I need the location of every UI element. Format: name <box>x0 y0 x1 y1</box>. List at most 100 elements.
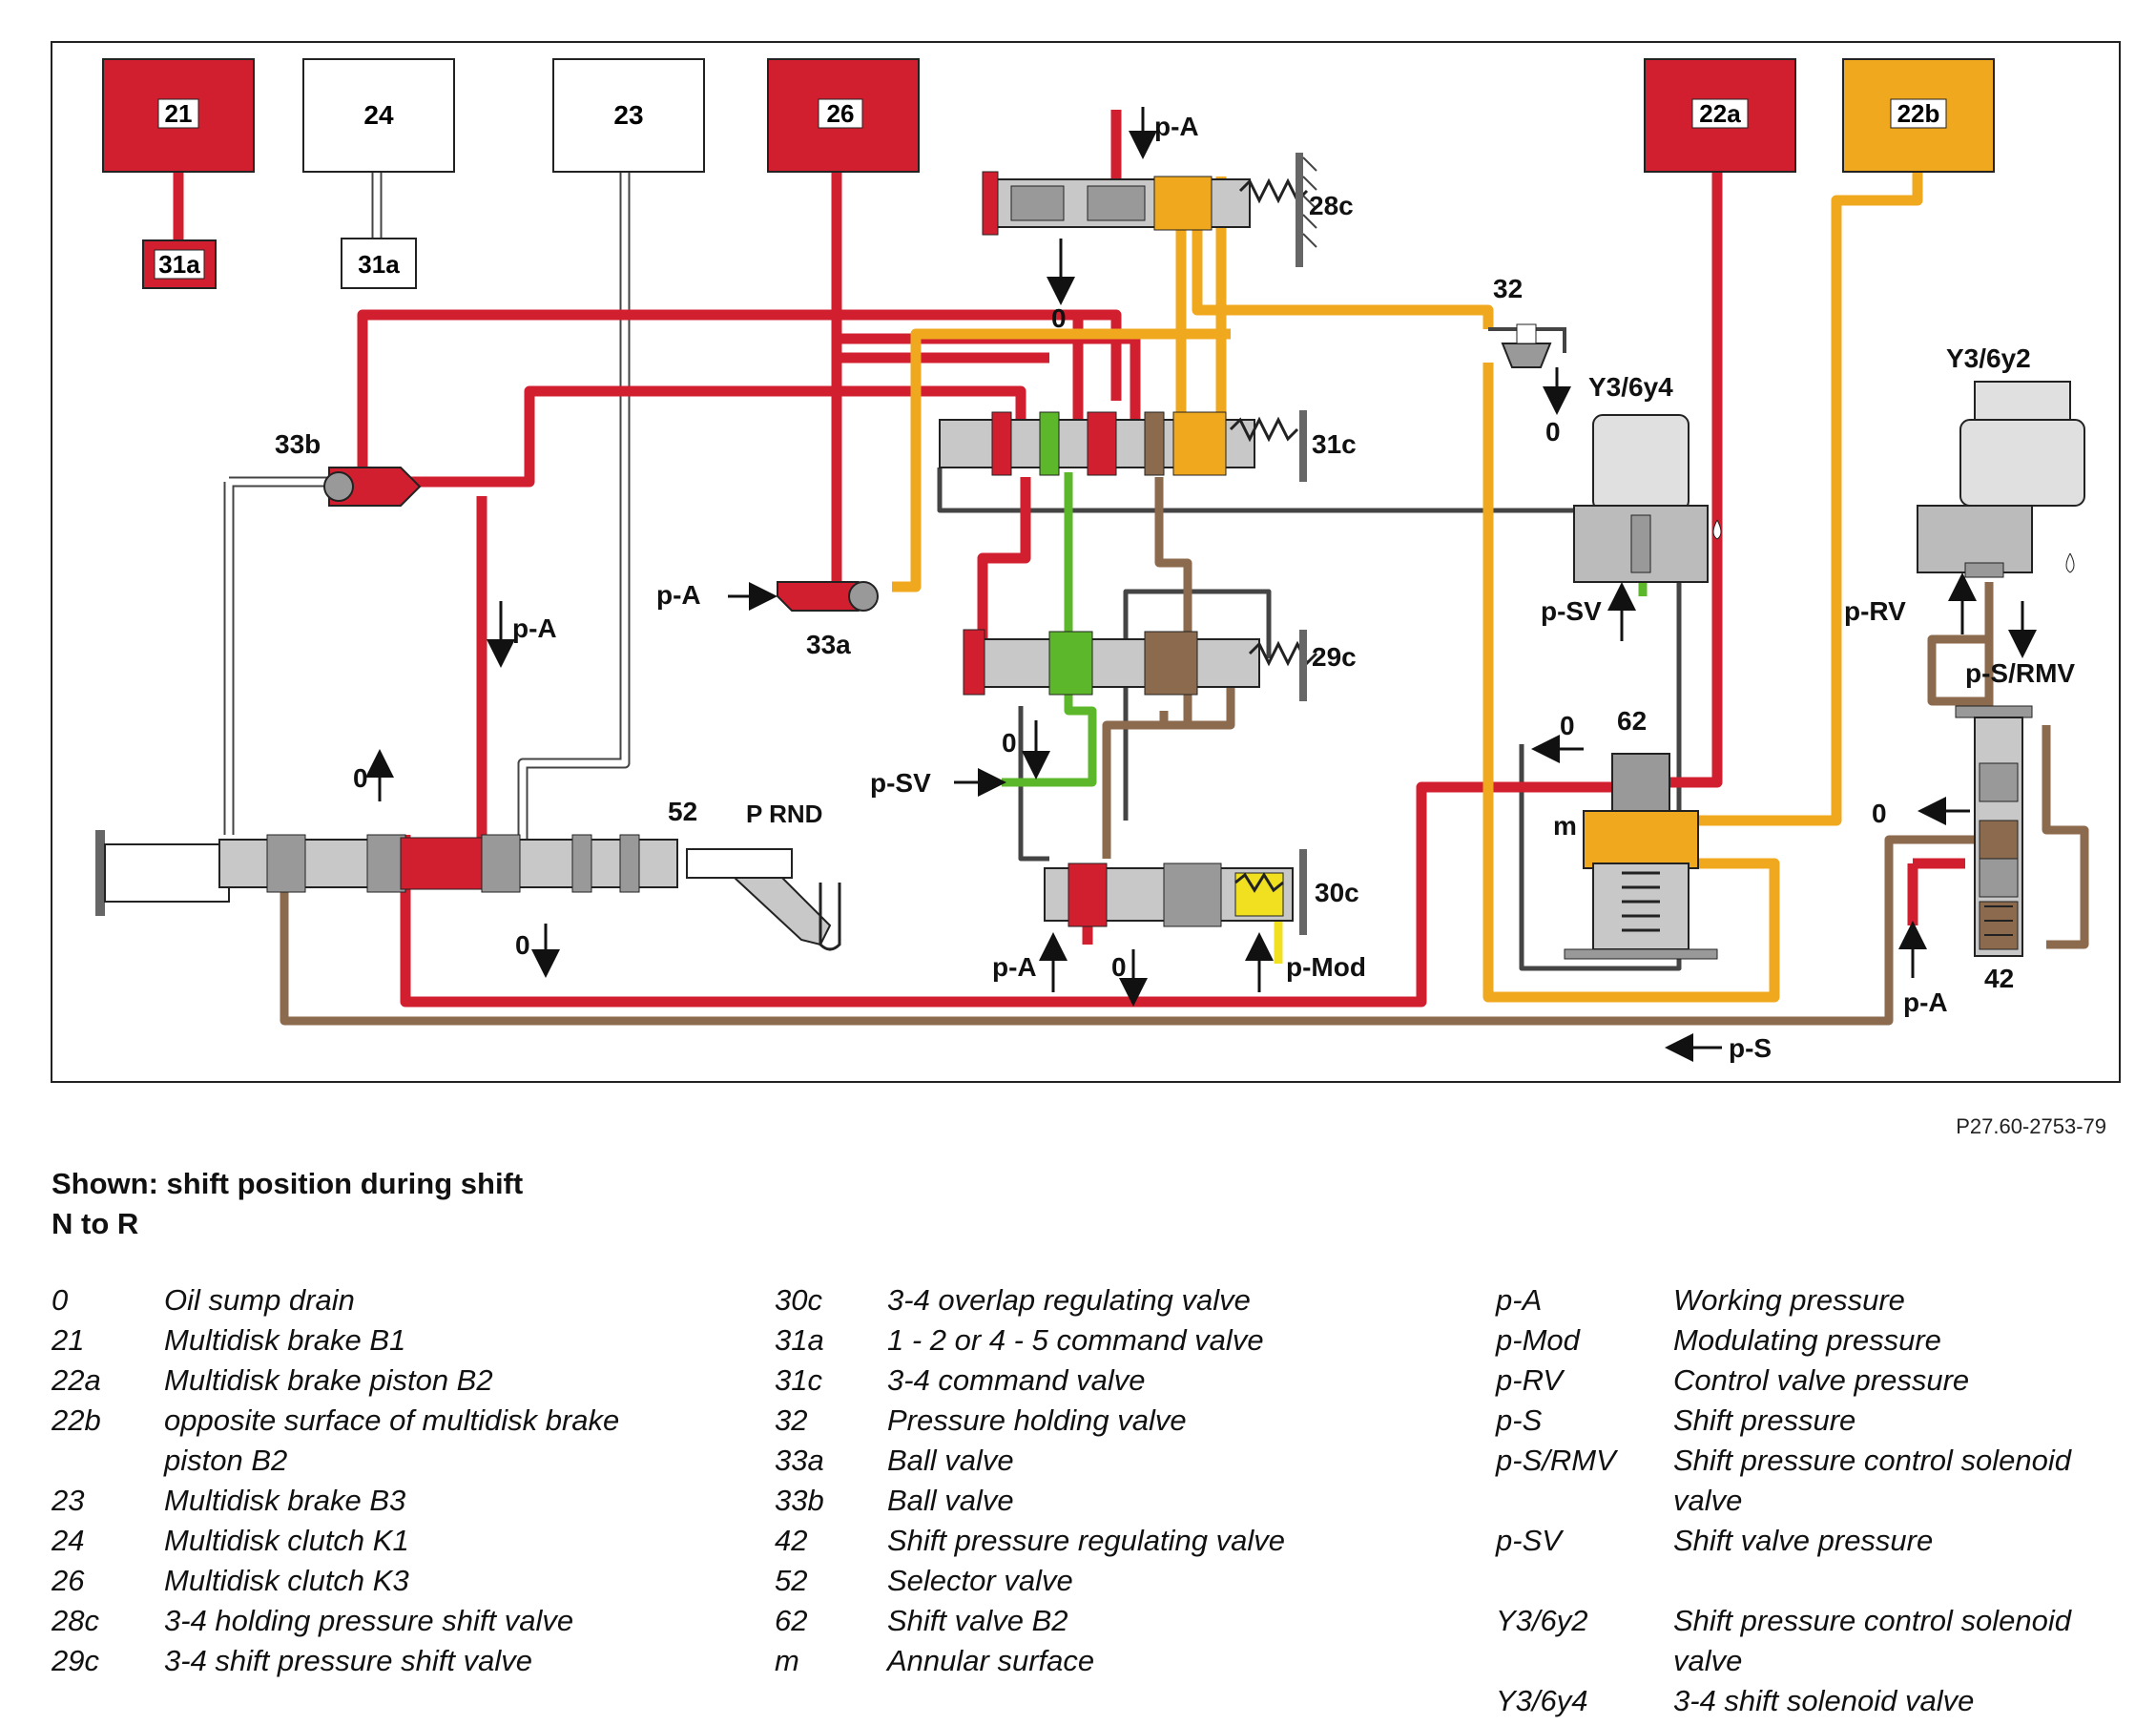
shown-caption: Shown: shift position during shift N to … <box>52 1164 523 1244</box>
valve-30c <box>1044 849 1307 935</box>
legend-key: Y3/6y4 <box>1496 1684 1588 1717</box>
legend-value: valve <box>1673 1644 1743 1677</box>
legend-value <box>1673 1561 2122 1601</box>
legend-key: 31c <box>775 1363 822 1397</box>
box-21: 21 <box>102 58 255 173</box>
label-pSV-left: p-SV <box>870 768 931 798</box>
label-pSV-right: p-SV <box>1541 596 1602 626</box>
legend-key: p-S <box>1496 1403 1543 1437</box>
legend-value: valve <box>1673 1484 1743 1517</box>
legend-key: p-RV <box>1496 1363 1564 1397</box>
diagram-frame <box>51 41 2121 1083</box>
legend-value: Shift pressure <box>1673 1403 1856 1437</box>
box-31a-white: 31a <box>341 238 417 289</box>
legend-value: Control valve pressure <box>1673 1363 1970 1397</box>
legend-value: 3-4 overlap regulating valve <box>887 1283 1251 1317</box>
legend-row: 52 Selector valve <box>775 1561 1442 1601</box>
valve-29c <box>963 629 1318 701</box>
legend-value: piston B2 <box>164 1444 288 1477</box>
box-22a: 22a <box>1644 58 1796 173</box>
legend-row: 31c 3-4 command valve <box>775 1361 1442 1401</box>
label-pS-bottom: p-S <box>1729 1033 1772 1063</box>
label-33a: 33a <box>806 630 851 659</box>
shift-valve-62 <box>1564 753 1718 960</box>
legend-value: 3-4 shift pressure shift valve <box>164 1644 532 1677</box>
legend-key: 26 <box>52 1564 85 1597</box>
label-pA-33a: p-A <box>656 580 701 610</box>
legend-key: Y3/6y2 <box>1496 1604 1588 1637</box>
ball-valve-33a <box>777 581 879 612</box>
label-zero-29c: 0 <box>1002 728 1017 758</box>
label-pMod: p-Mod <box>1286 952 1366 982</box>
label-28c: 28c <box>1309 191 1354 220</box>
legend-value: 1 - 2 or 4 - 5 command valve <box>887 1323 1264 1357</box>
valve-31c <box>939 410 1307 482</box>
legend-key: 52 <box>775 1564 808 1597</box>
legend-key: 33b <box>775 1484 824 1517</box>
label-y3-6y4: Y3/6y4 <box>1588 372 1673 402</box>
svg-text:22a: 22a <box>1699 99 1741 128</box>
ball-valve-33b <box>323 467 422 507</box>
legend-value: Multidisk brake B1 <box>164 1323 406 1357</box>
valve-28c <box>982 153 1317 267</box>
legend-key: 62 <box>775 1604 808 1637</box>
legend-key: 23 <box>52 1484 85 1517</box>
legend-value: 3-4 holding pressure shift valve <box>164 1604 574 1637</box>
legend-key: 29c <box>52 1644 99 1677</box>
legend-key: 28c <box>52 1604 99 1637</box>
label-52: 52 <box>668 797 697 826</box>
legend-value: Multidisk clutch K1 <box>164 1524 409 1557</box>
label-zero-28c: 0 <box>1051 303 1067 333</box>
label-31c: 31c <box>1312 429 1357 459</box>
legend-value: 3-4 command valve <box>887 1363 1146 1397</box>
hydraulic-circuit-diagram: 21 31a 24 31a 23 26 22a 22b <box>51 41 2121 1083</box>
legend-key: 31a <box>775 1323 824 1357</box>
shown-line-2: N to R <box>52 1207 139 1240</box>
legend-value: Selector valve <box>887 1564 1073 1597</box>
legend-row: valve <box>1496 1481 2125 1521</box>
legend-value: Multidisk clutch K3 <box>164 1564 409 1597</box>
label-zero-30c: 0 <box>1111 952 1127 982</box>
legend-key <box>52 1441 164 1481</box>
label-33b: 33b <box>275 429 321 459</box>
legend-row: 31a 1 - 2 or 4 - 5 command valve <box>775 1320 1442 1361</box>
legend-key: p-Mod <box>1496 1323 1580 1357</box>
label-zero-32: 0 <box>1545 417 1561 447</box>
label-prnd: P RND <box>746 800 822 828</box>
legend-row: p-S Shift pressure <box>1496 1401 2125 1441</box>
legend-value: Working pressure <box>1673 1283 1905 1317</box>
legend-key <box>1496 1481 1673 1521</box>
solenoid-y3-6y4 <box>1573 414 1722 583</box>
legend-row: 26 Multidisk clutch K3 <box>52 1561 738 1601</box>
label-pA-30c: p-A <box>992 952 1037 982</box>
box-23: 23 <box>552 58 705 173</box>
legend-value: Shift pressure regulating valve <box>887 1524 1286 1557</box>
label-zero-42: 0 <box>1872 799 1887 828</box>
legend-key: 22a <box>52 1363 101 1397</box>
box-22b: 22b <box>1842 58 1995 173</box>
legend-row: 29c 3-4 shift pressure shift valve <box>52 1641 738 1681</box>
legend-row: 28c 3-4 holding pressure shift valve <box>52 1601 738 1641</box>
legend-row: Y3/6y4 3-4 shift solenoid valve <box>1496 1681 2125 1721</box>
legend-row <box>1496 1561 2125 1601</box>
label-pS-RMV: p-S/RMV <box>1965 658 2075 688</box>
figure-reference: P27.60-2753-79 <box>1956 1114 2106 1138</box>
legend-value: 3-4 shift solenoid valve <box>1673 1684 1975 1717</box>
label-29c: 29c <box>1312 642 1357 672</box>
legend-key: p-S/RMV <box>1496 1444 1616 1477</box>
label-zero-62: 0 <box>1560 711 1575 740</box>
legend-value: Shift valve B2 <box>887 1604 1068 1637</box>
legend-row: p-RV Control valve pressure <box>1496 1361 2125 1401</box>
pressure-holding-valve-32 <box>1488 323 1566 368</box>
